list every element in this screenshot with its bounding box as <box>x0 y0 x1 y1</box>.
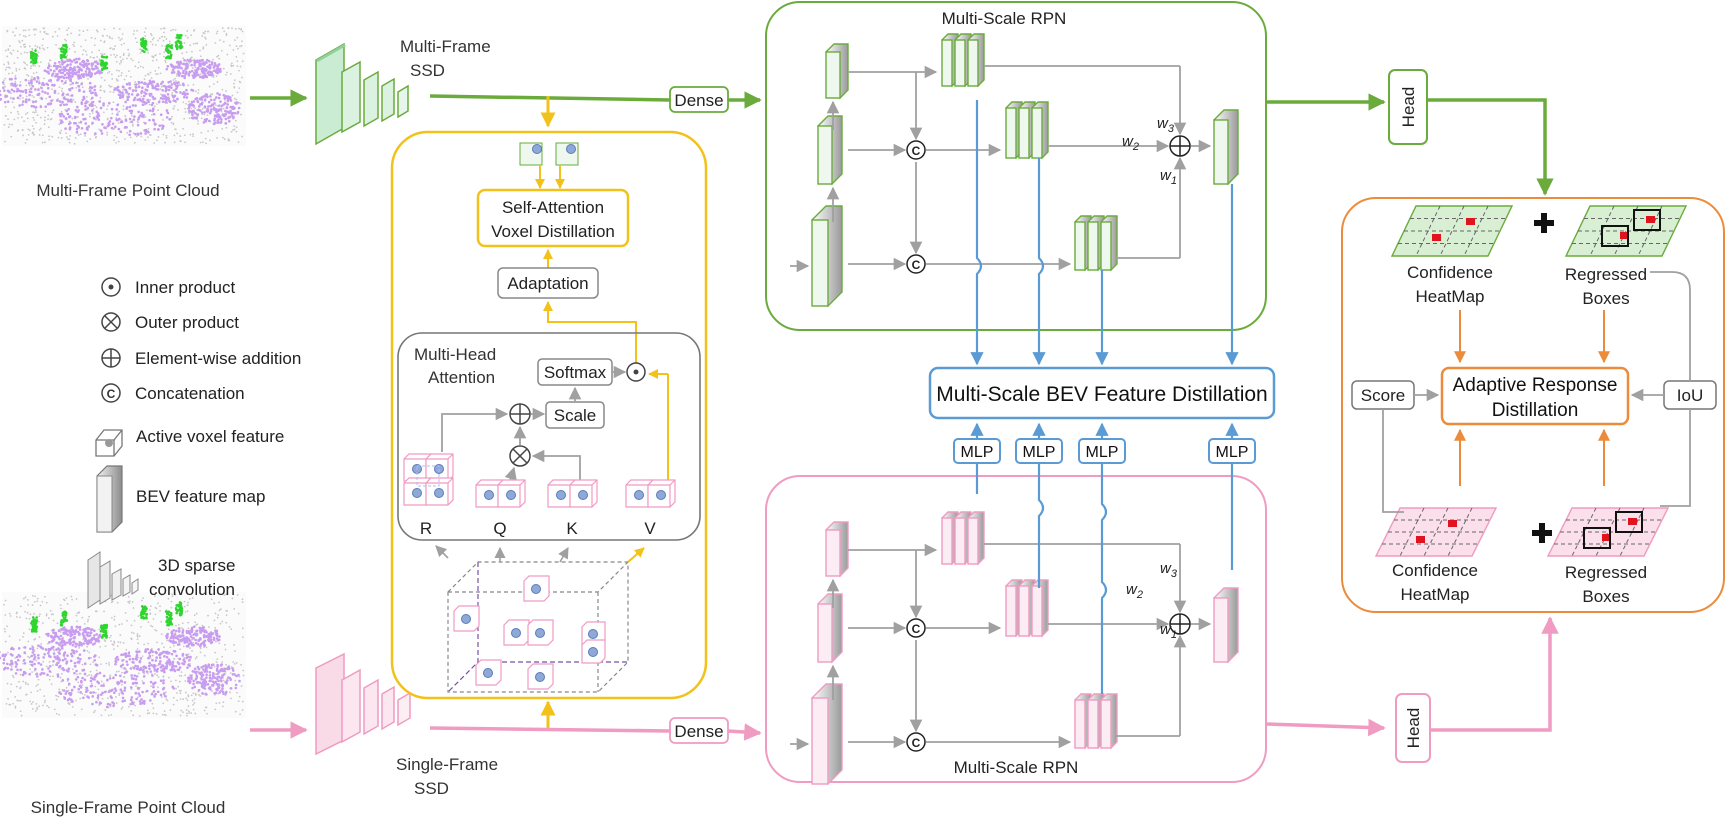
rpn-bottom-container <box>765 475 1267 783</box>
response-distillation-container <box>1341 197 1725 613</box>
multi-frame-ssd-label-2: SSD <box>410 61 445 80</box>
conf-top-label-2: HeatMap <box>1416 287 1485 306</box>
voxel-space-cube <box>447 561 629 693</box>
self-attention-container <box>390 130 708 700</box>
multi-frame-ssd-icon <box>315 42 409 146</box>
conf-top-label-1: Confidence <box>1407 263 1493 282</box>
weights-top: w3 w2 w1 <box>1122 115 1177 187</box>
rpn-top-network: CC <box>790 33 1239 308</box>
legend-bev-map: BEV feature map <box>136 487 265 506</box>
plus-icon-bottom <box>1532 523 1552 543</box>
legend-sparse-conv-2: convolution <box>149 580 235 599</box>
mlp-label: MLP <box>961 444 994 461</box>
mha-label-1: Multi-Head <box>414 345 496 364</box>
single-frame-ssd-label-2: SSD <box>414 779 449 798</box>
head-top-box <box>1388 69 1428 145</box>
dense-box-top <box>669 86 729 113</box>
active-voxel-icon <box>95 429 123 457</box>
mha-label-2: Attention <box>428 368 495 387</box>
k-label: K <box>566 519 578 538</box>
self-attention-title-1: Self-Attention <box>502 198 604 217</box>
svg-text:w3: w3 <box>1160 560 1178 580</box>
legend-element-addition: Element-wise addition <box>135 349 301 368</box>
legend: Inner product Outer product Element-wise… <box>87 277 301 609</box>
iou-label: IoU <box>1677 386 1703 405</box>
mlp-label: MLP <box>1216 444 1249 461</box>
dense-label-top: Dense <box>674 91 723 110</box>
self-attention-title-box <box>476 188 630 248</box>
adaptation-box <box>497 267 599 299</box>
mlp-label: MLP <box>1023 444 1056 461</box>
mlp-box <box>1208 438 1256 464</box>
bev-map-icon <box>96 465 123 533</box>
legend-active-voxel: Active voxel feature <box>136 427 284 446</box>
rqkv-voxels <box>403 453 676 508</box>
head-bottom-label: Head <box>1404 708 1423 749</box>
adaptation-label: Adaptation <box>507 274 588 293</box>
rpn-bottom-title: Multi-Scale RPN <box>954 758 1079 777</box>
softmax-label: Softmax <box>544 363 607 382</box>
reg-bot-label-1: Regressed <box>1565 563 1647 582</box>
q-label: Q <box>493 519 506 538</box>
plus-icon-top <box>1534 213 1554 233</box>
legend-outer-product: Outer product <box>135 313 239 332</box>
conf-bot-label-1: Confidence <box>1392 561 1478 580</box>
svg-text:C: C <box>912 144 921 158</box>
svg-text:w2: w2 <box>1126 581 1143 601</box>
rpn-top-container <box>765 1 1267 331</box>
adaptive-response-box <box>1440 366 1630 426</box>
single-frame-ssd-icon <box>315 652 411 756</box>
multi-head-attention-box <box>397 332 701 541</box>
multi-frame-caption: Multi-Frame Point Cloud <box>36 181 219 200</box>
mlp-box <box>1015 438 1063 464</box>
adaptive-response-title-1: Adaptive Response <box>1453 375 1618 396</box>
weights-bottom: w3 w2 w1 <box>1126 560 1178 641</box>
reg-bot-label-2: Boxes <box>1582 587 1629 606</box>
svg-text:w3: w3 <box>1157 115 1175 135</box>
svg-text:C: C <box>912 622 921 636</box>
svg-text:C: C <box>107 387 116 401</box>
head-top-label: Head <box>1399 87 1418 128</box>
multi-frame-point-cloud <box>0 26 246 146</box>
adaptive-response-title-2: Distillation <box>1492 400 1579 421</box>
dense-box-bottom <box>669 717 729 744</box>
legend-concatenation: Concatenation <box>135 384 245 403</box>
multi-frame-ssd-label-1: Multi-Frame <box>400 37 491 56</box>
mlp-box <box>953 438 1001 464</box>
single-frame-ssd-label-1: Single-Frame <box>396 755 498 774</box>
bev-distillation-box <box>928 366 1276 420</box>
reg-top-label-1: Regressed <box>1565 265 1647 284</box>
distilled-voxel-icon <box>519 142 579 166</box>
svg-text:C: C <box>912 736 921 750</box>
svg-text:w2: w2 <box>1122 133 1139 153</box>
dense-label-bottom: Dense <box>674 722 723 741</box>
legend-sparse-conv-1: 3D sparse <box>158 556 235 575</box>
mlp-box <box>1078 438 1126 464</box>
legend-inner-product: Inner product <box>135 278 235 297</box>
self-attention-title-2: Voxel Distillation <box>491 222 615 241</box>
svg-text:C: C <box>912 258 921 272</box>
rpn-bottom-network: CC <box>790 511 1239 786</box>
scale-label: Scale <box>554 406 597 425</box>
v-label: V <box>644 519 656 538</box>
score-label: Score <box>1361 386 1405 405</box>
mlp-label: MLP <box>1086 444 1119 461</box>
svg-text:w1: w1 <box>1160 167 1177 187</box>
head-bottom-box <box>1395 693 1431 763</box>
reg-top-label-2: Boxes <box>1582 289 1629 308</box>
conf-bot-label-2: HeatMap <box>1401 585 1470 604</box>
r-label: R <box>420 519 432 538</box>
single-frame-point-cloud <box>0 592 246 718</box>
sparse-conv-icon <box>87 551 139 609</box>
bev-distillation-label: Multi-Scale BEV Feature Distillation <box>936 383 1267 406</box>
rpn-top-title: Multi-Scale RPN <box>942 9 1067 28</box>
concatenation-icon <box>101 383 121 403</box>
single-frame-caption: Single-Frame Point Cloud <box>31 798 226 817</box>
